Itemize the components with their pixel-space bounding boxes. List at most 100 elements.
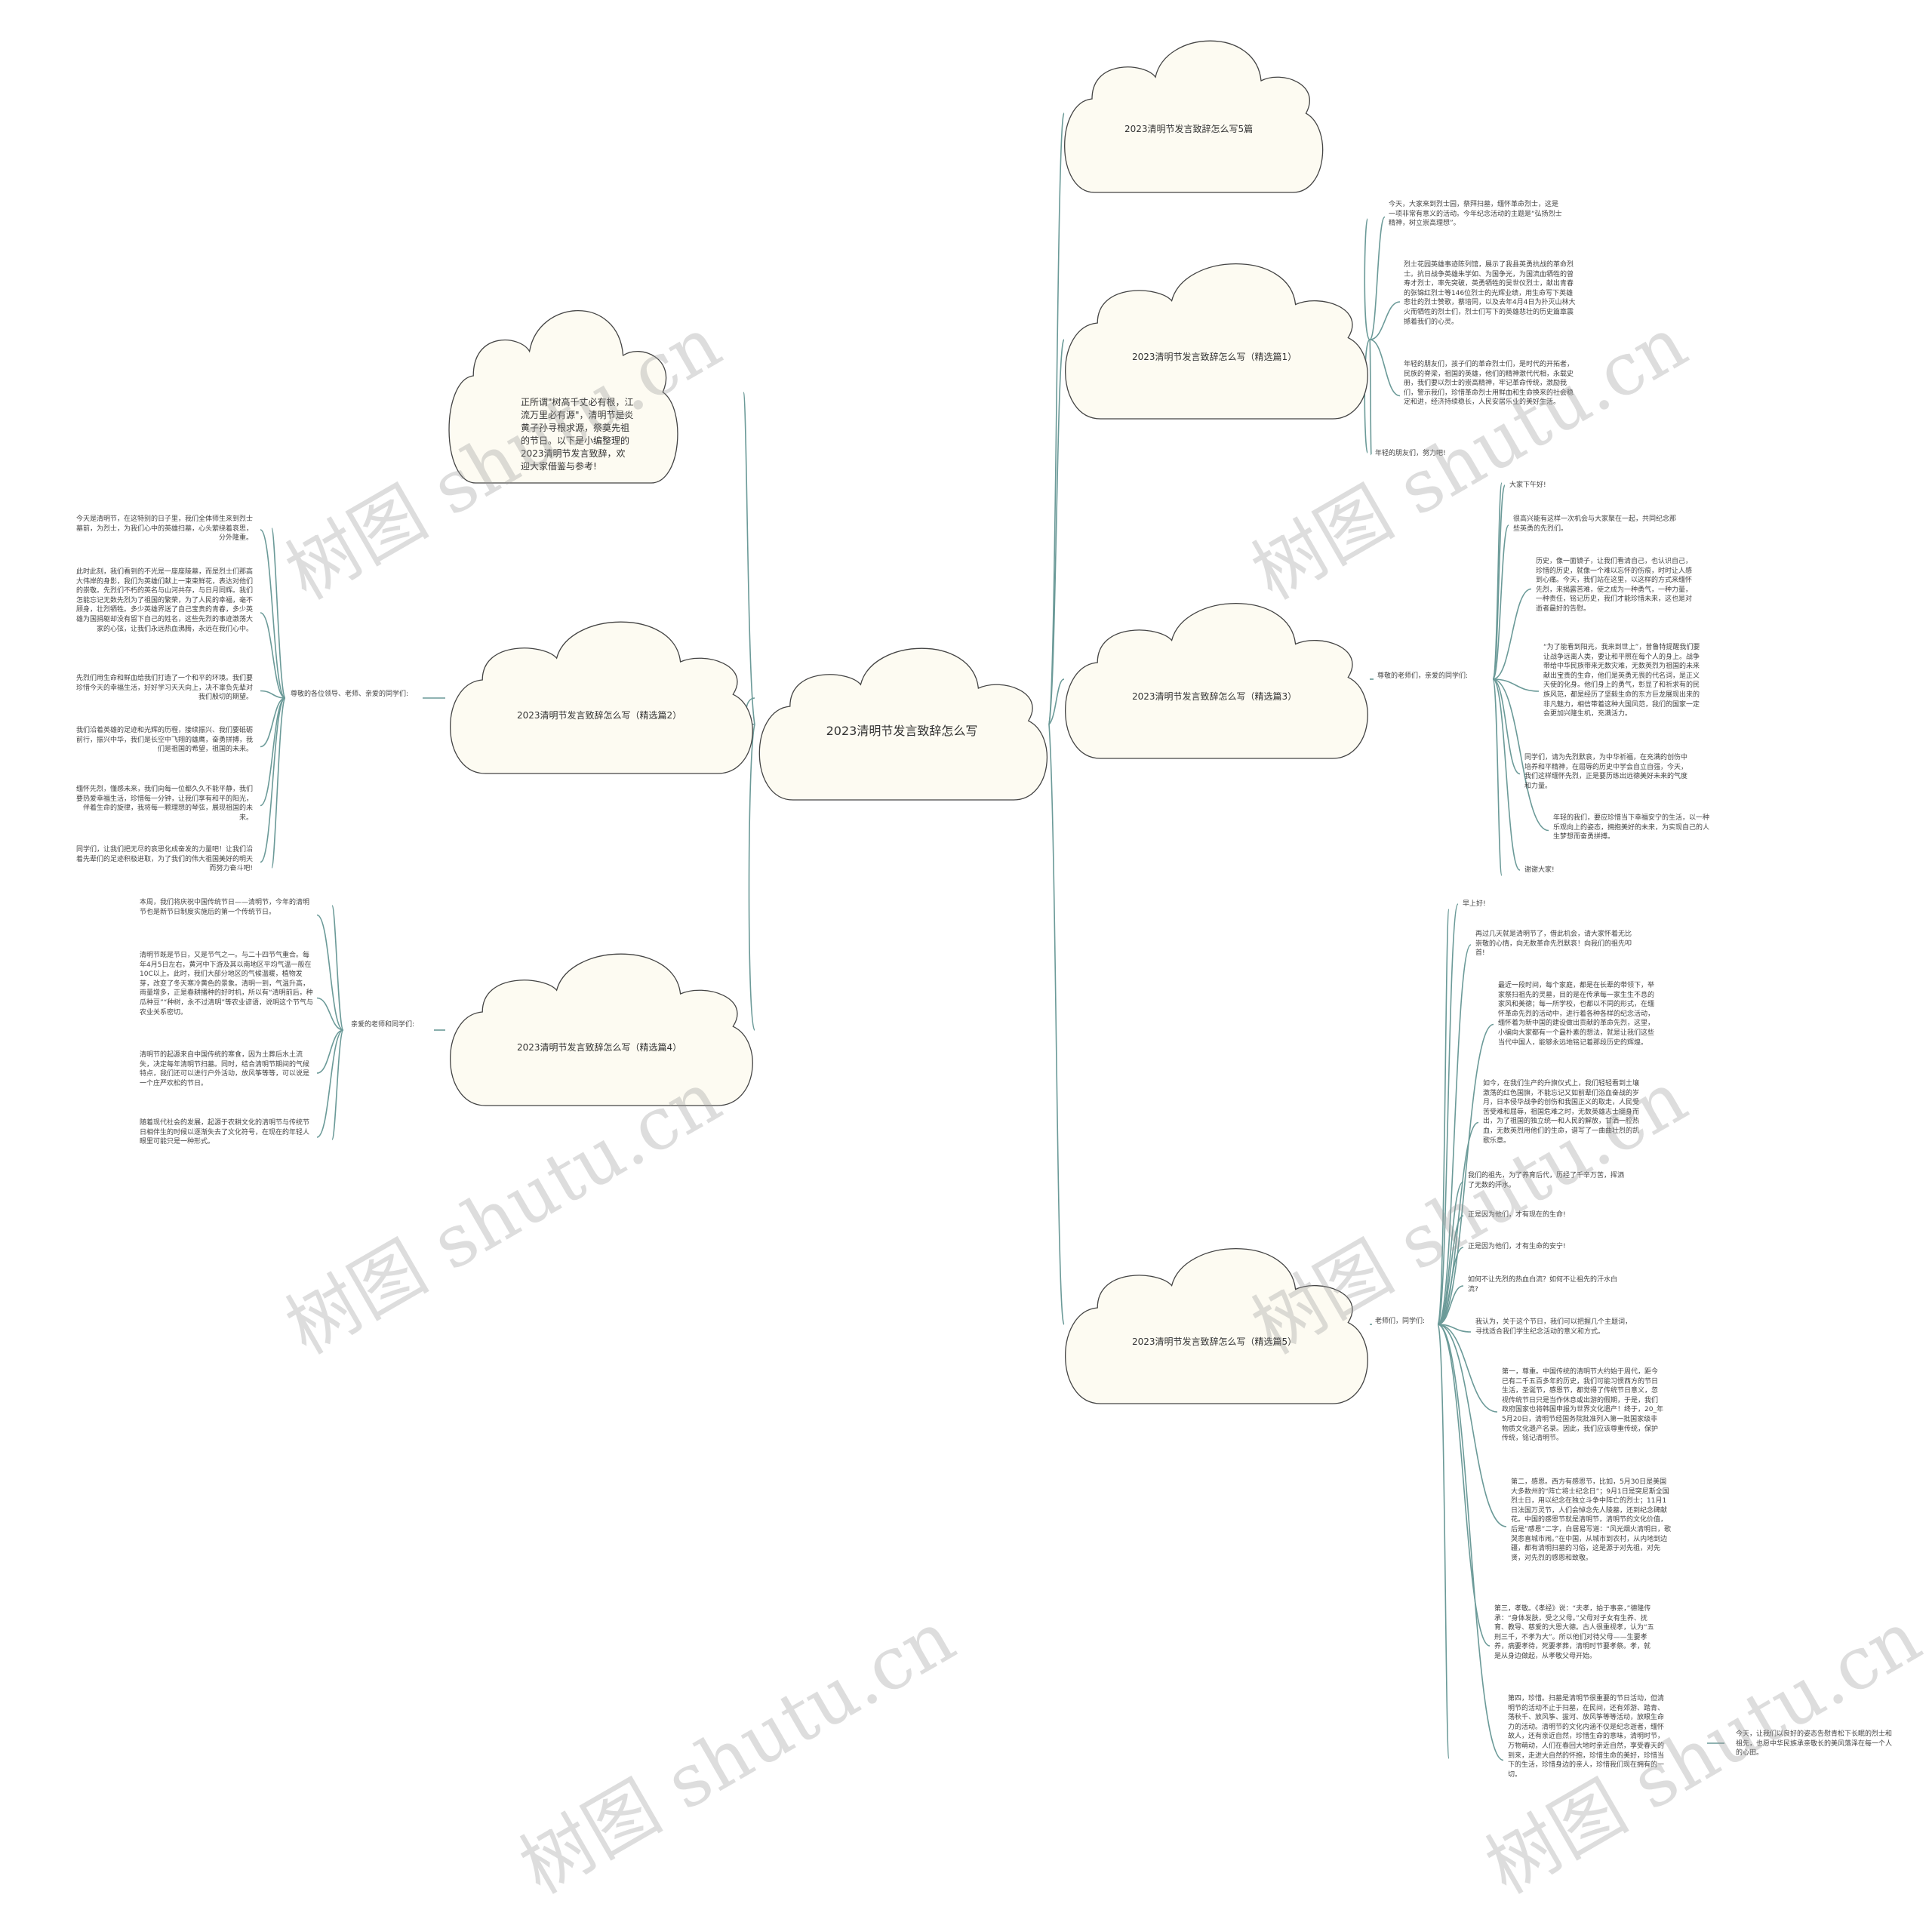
branch-line bbox=[743, 392, 755, 725]
p2-leaf: 缅怀先烈，懂感未来，我们向每一位都久久不能平静，我们要热爱幸福生活，珍惜每一分钟… bbox=[75, 786, 253, 822]
branch-p2-shape bbox=[450, 621, 753, 774]
p5-leaf: 如今，在我们生产的升旗仪式上，我们轻轻看到土壤激荡的红色国旗，不能忘记又如前辈们… bbox=[1483, 1080, 1640, 1145]
p2-leaf: 我们沿着英雄的足迹和光辉的历程，接续振兴、我们要砥砺前行，振兴中华，我们是长空中… bbox=[75, 727, 253, 754]
p5-leaf: 正是因为他们，才有生命的安宁! bbox=[1468, 1243, 1566, 1250]
branch-line bbox=[260, 697, 286, 807]
p1-leaf: 烈士花园英雄事迹陈列馆，展示了我县英勇抗战的革命烈士。抗日战争英雄朱学如、为国争… bbox=[1404, 261, 1576, 326]
p2-connector: 尊敬的各位领导、老师、亲爱的同学们: bbox=[291, 690, 409, 698]
p4-leaf: 本周，我们将庆祝中国传统节日——清明节，今年的清明节也是新节日制度实施后的第一个… bbox=[140, 899, 310, 916]
branch-line bbox=[1437, 1324, 1507, 1527]
branch-p4-shape bbox=[450, 953, 753, 1106]
connector-lines bbox=[260, 112, 1724, 1761]
branch-line bbox=[316, 914, 344, 1031]
branch-line bbox=[260, 697, 286, 748]
branch-line bbox=[1048, 339, 1065, 725]
p3-leaf: 历史，像一面镜子，让我们看清自己，也认识自己，珍惜的历史，就像一个难以忘怀的伤痕… bbox=[1536, 558, 1693, 613]
branch-line bbox=[316, 997, 344, 1031]
p3-leaf: 大家下午好! bbox=[1509, 481, 1546, 489]
p3-connector: 尊敬的老师们，亲爱的同学们: bbox=[1377, 672, 1469, 680]
center-topic-shape bbox=[758, 647, 1048, 801]
branch-p3-label: 2023清明节发言致辞怎么写（精选篇3） bbox=[1132, 691, 1297, 702]
branch-p1[interactable]: 2023清明节发言致辞怎么写（精选篇1） bbox=[1060, 249, 1370, 434]
p3-leaf: 年轻的我们，要应珍惜当下幸福安宁的生活，以一种乐观向上的姿态，拥抱美好的未来，为… bbox=[1553, 814, 1710, 841]
branch-line bbox=[1437, 1324, 1498, 1413]
p5-leaf: 再过几天就是清明节了，借此机会，请大家怀着无比崇敬的心情，向无数革命先烈默哀！向… bbox=[1475, 930, 1632, 958]
p3-leaf: “为了能看到阳光，我来到世上”，昔鲁特提醒我们要让战争远离人类，要让和平照在每个… bbox=[1543, 644, 1700, 718]
branch-line bbox=[260, 690, 286, 699]
p4-leaf: 清明节的起源来自中国传统的寒食，因为土葬后水土流失，决定每年清明节扫墓。同时，结… bbox=[140, 1051, 310, 1087]
branch-p3[interactable]: 2023清明节发言致辞怎么写（精选篇3） bbox=[1060, 589, 1370, 774]
p5-leaf: 早上好! bbox=[1463, 900, 1486, 908]
branch-line bbox=[1048, 724, 1065, 1325]
branch-p4-label: 2023清明节发言致辞怎么写（精选篇4） bbox=[517, 1042, 682, 1053]
p3-leaf: 同学们，请为先烈默哀，为中华祈福，在充满的创伤中培养和平精神，在屈辱的历史中学会… bbox=[1524, 754, 1688, 790]
branch-line bbox=[271, 527, 286, 869]
branch-line bbox=[316, 1029, 344, 1074]
branch-line bbox=[1437, 1285, 1464, 1325]
branch-p5-label: 2023清明节发言致辞怎么写（精选篇5） bbox=[1132, 1336, 1297, 1347]
branch-line bbox=[1048, 678, 1065, 725]
branch-line bbox=[260, 697, 286, 863]
branch-line bbox=[1437, 1324, 1491, 1647]
p1-leaf: 年轻的朋友们，孩子们的革命烈士们，是时代的开拓者，民族的脊梁，祖国的英雄，他们的… bbox=[1404, 361, 1574, 407]
branch-line bbox=[1492, 678, 1521, 871]
p2-leaf: 先烈们用生命和鲜血给我们打造了一个和平的环境。我们要珍惜今天的幸福生活，好好学习… bbox=[75, 675, 253, 702]
p5-leaf: 如何不让先烈的热血白流？如何不让祖先的汗水白流? bbox=[1468, 1276, 1618, 1293]
branch-line bbox=[1437, 1247, 1464, 1325]
branch-line bbox=[260, 612, 286, 699]
p5-leaf: 第四，珍惜。扫墓是清明节很重要的节日活动，但清明节的活动不止于扫墓，在民间，还有… bbox=[1508, 1695, 1665, 1779]
branch-p5[interactable]: 2023清明节发言致辞怎么写（精选篇5） bbox=[1060, 1234, 1370, 1419]
p5-leaf: 我认为，关于这个节日，我们可以把握几个主题词，寻找适合我们学生纪念活动的意义和方… bbox=[1475, 1318, 1632, 1336]
p5-leaf: 正是因为他们，才有现在的生命! bbox=[1468, 1211, 1566, 1219]
intro-node-shape bbox=[448, 310, 678, 484]
branch-line bbox=[1492, 484, 1506, 680]
branch-line bbox=[1437, 1023, 1494, 1325]
branch-p4[interactable]: 2023清明节发言致辞怎么写（精选篇4） bbox=[445, 940, 755, 1121]
p2-leaf: 此时此刻，我们看到的不光是一座座陵墓，而是烈士们那高大伟岸的身影，我们为英雄们献… bbox=[75, 568, 253, 633]
p5-leaf: 第一，尊重。中国传统的清明节大约始于周代，距今已有二千五百多年的历史，我们可能习… bbox=[1502, 1368, 1663, 1443]
center-topic[interactable]: 2023清明节发言致辞怎么写 bbox=[755, 634, 1049, 815]
branch-line bbox=[1369, 301, 1401, 340]
p1-leaf: 年轻的朋友们，努力吧! bbox=[1375, 450, 1446, 457]
intro-node[interactable]: 正所谓"树高千丈必有根，江流万里必有源"，清明节是炎黄子孙寻根求源，祭奠先祖的节… bbox=[445, 294, 679, 498]
p5-leaf: 第二，感恩。西方有感恩节，比如，5月30日是美国大多数州的“阵亡将士纪念日”；9… bbox=[1511, 1478, 1671, 1562]
branch-line bbox=[1437, 1181, 1464, 1325]
p5-leaf: 第三，孝敬。《孝经》说：“夫孝，始于事亲，”德隆传承：“身体发肤，受之父母。”父… bbox=[1494, 1605, 1654, 1660]
branch-line bbox=[1437, 944, 1472, 1325]
intro-node-label: 正所谓"树高千丈必有根，江流万里必有源"，清明节是炎黄子孙寻根求源，祭奠先祖的节… bbox=[521, 397, 634, 472]
p5-connector: 老师们，同学们: bbox=[1375, 1318, 1426, 1325]
branch-p5-overview-label: 2023清明节发言致辞怎么写5篇 bbox=[1124, 124, 1254, 134]
branch-line bbox=[331, 905, 344, 1140]
branch-line bbox=[1492, 678, 1549, 832]
branch-line bbox=[1492, 678, 1540, 692]
branch-line bbox=[260, 529, 286, 699]
branch-p3-shape bbox=[1065, 603, 1368, 759]
branch-line bbox=[1369, 339, 1401, 397]
branch-p2-label: 2023清明节发言致辞怎么写（精选篇2） bbox=[517, 710, 682, 721]
branch-line bbox=[1492, 678, 1521, 775]
branch-line bbox=[1492, 524, 1509, 680]
branch-p1-label: 2023清明节发言致辞怎么写（精选篇1） bbox=[1132, 352, 1297, 362]
branch-line bbox=[1437, 909, 1450, 1759]
branch-p5-overview[interactable]: 2023清明节发言致辞怎么写5篇 bbox=[1060, 26, 1324, 208]
p5-leaf: 最近一段时间，每个家庭，都是在长辈的带领下，举家祭扫祖先的灵墓，目的是在传承每一… bbox=[1498, 982, 1655, 1047]
p1-leaf: 今天，大家来到烈士园，祭拜扫墓，缅怀革命烈士，这是一项非常有意义的活动。今年纪念… bbox=[1389, 201, 1562, 228]
branch-line bbox=[1492, 588, 1532, 680]
p2-leaf: 今天是清明节，在这特别的日子里，我们全体师生来到烈士墓前，为烈士，为我们心中的英… bbox=[75, 515, 253, 543]
center-topic-label: 2023清明节发言致辞怎么写 bbox=[826, 724, 978, 738]
branch-p2[interactable]: 2023清明节发言致辞怎么写（精选篇2） bbox=[445, 607, 755, 789]
p4-connector: 亲爱的老师和同学们: bbox=[351, 1021, 415, 1029]
branch-line bbox=[1437, 1324, 1504, 1761]
branch-line bbox=[748, 724, 755, 1031]
branch-line bbox=[1369, 339, 1372, 456]
branch-p5-shape bbox=[1065, 1248, 1368, 1404]
p5-leaf-sub: 今天，让我们以良好的姿态告慰青松下长眠的烈士和祖先，也愿中华民族承亲敬长的美风落… bbox=[1736, 1730, 1893, 1758]
branch-line bbox=[316, 1029, 344, 1138]
branch-p5-overview-shape bbox=[1064, 40, 1324, 193]
branch-line bbox=[1369, 216, 1386, 340]
p4-leaf: 随着现代社会的发展，起源于农耕文化的清明节与传统节日相伴生的时候以逐渐失去了文化… bbox=[140, 1119, 310, 1146]
p4-leaf: 清明节既是节日，又是节气之一。与二十四节气重合。每年4月5日左右，黄河中下游及其… bbox=[140, 952, 313, 1016]
branch-p1-shape bbox=[1065, 263, 1368, 420]
p5-leaf: 我们的祖先，为了养育后代，历经了千辛万苦，挥洒了无数的汗水。 bbox=[1468, 1172, 1625, 1189]
branch-line bbox=[1437, 1215, 1464, 1325]
